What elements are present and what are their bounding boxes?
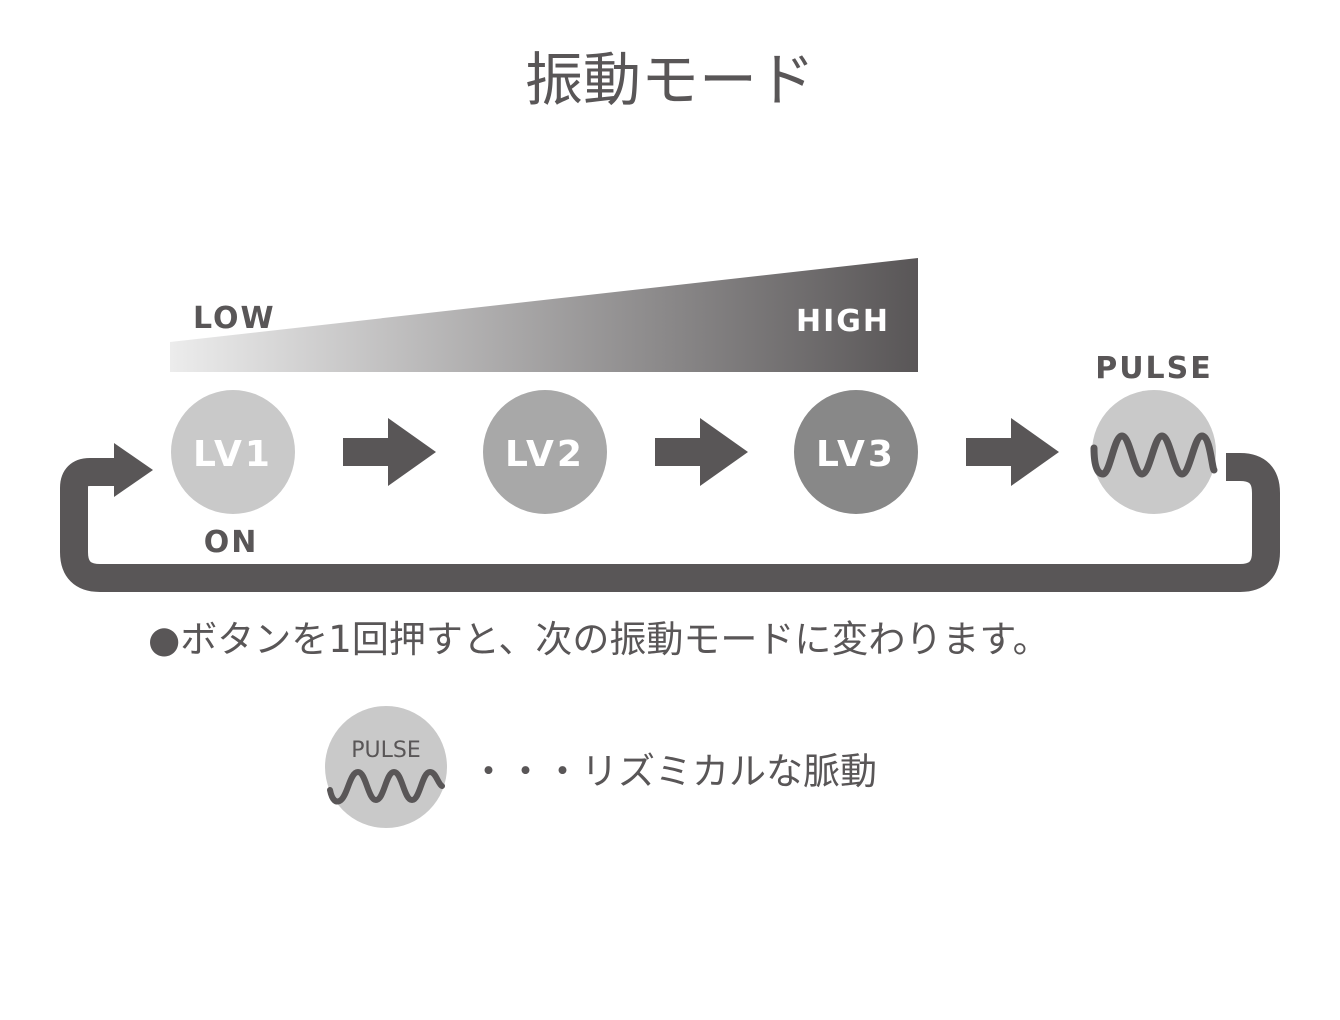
arrow-right-icon <box>966 418 1059 486</box>
level-label: LV2 <box>505 434 585 475</box>
pulse-legend-description: ・・・リズミカルな脈動 <box>470 750 877 793</box>
level-circle <box>171 390 295 514</box>
pulse-label: PULSE <box>1095 351 1213 386</box>
loop-return-path <box>60 453 1280 592</box>
loop-return-arrowhead <box>114 443 153 497</box>
pulse-legend-circle <box>325 706 447 828</box>
pulse-wave-icon <box>327 768 445 805</box>
arrow-right-icon <box>343 418 436 486</box>
high-label: HIGH <box>796 304 890 339</box>
arrow-right-icon <box>655 418 748 486</box>
level-lv2: LV2 <box>483 390 607 514</box>
low-label: LOW <box>193 301 276 336</box>
instruction-text: ●ボタンを1回押すと、次の振動モードに変わります。 <box>148 618 1050 661</box>
level-label: LV3 <box>816 434 896 475</box>
pulse-mode <box>1090 390 1218 514</box>
page-title: 振動モード <box>525 46 815 114</box>
pulse-legend: PULSE <box>325 706 447 828</box>
level-label: LV1 <box>193 434 273 475</box>
pulse-legend-label: PULSE <box>351 738 421 763</box>
level-lv3: LV3 <box>794 390 918 514</box>
on-label: ON <box>204 525 259 560</box>
intensity-ramp <box>170 258 918 372</box>
level-circle <box>483 390 607 514</box>
pulse-wave-icon <box>1090 432 1218 478</box>
level-lv1: LV1 <box>171 390 295 514</box>
level-circle <box>794 390 918 514</box>
